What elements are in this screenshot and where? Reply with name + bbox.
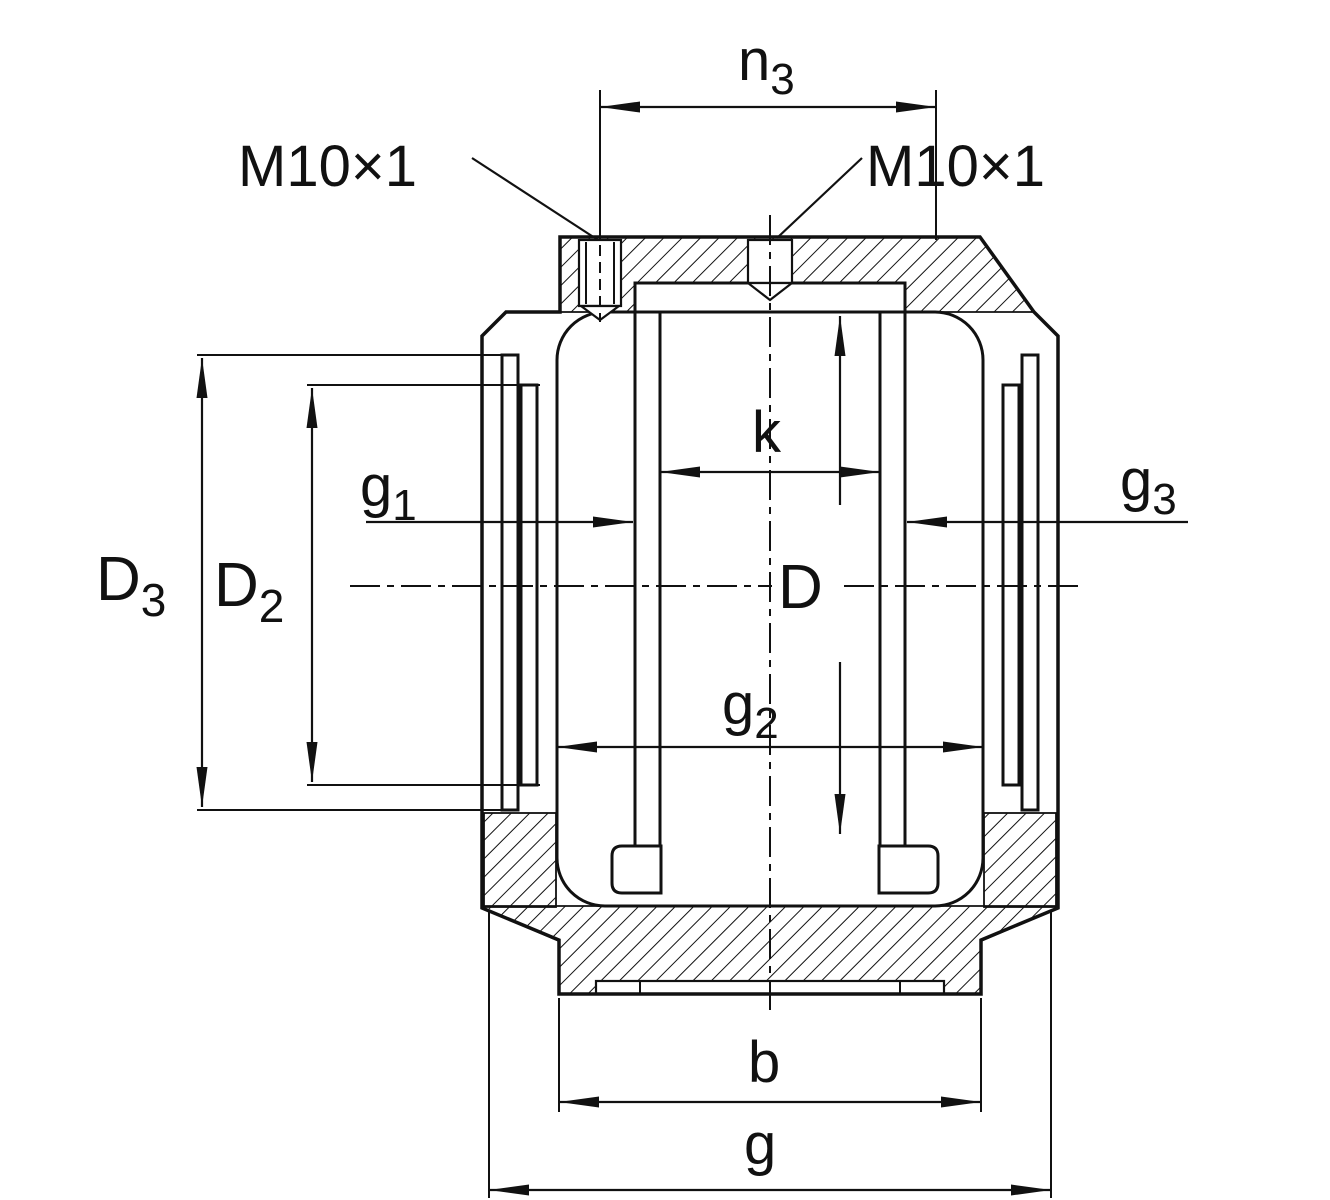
label-g3: g3 <box>1120 448 1177 524</box>
label-n3-main: n <box>738 28 770 93</box>
label-g-main: g <box>744 1112 776 1177</box>
label-d: D <box>778 553 823 622</box>
label-b-main: b <box>748 1030 780 1095</box>
m10-left-leader <box>471 157 599 241</box>
dimensions <box>196 90 1188 1198</box>
label-n3-sub: 3 <box>770 55 794 104</box>
label-n3: n3 <box>738 28 795 104</box>
dimension-labels: n3 M10×1 M10×1 k g1 g3 D3 D2 D g2 b g <box>96 28 1177 1177</box>
locknut-hook-right <box>877 844 940 895</box>
centerlines <box>350 215 1082 1010</box>
seal-left-outer <box>500 353 520 812</box>
label-g: g <box>744 1112 776 1177</box>
right-column-hatch <box>983 812 1057 908</box>
seal-right-outer <box>1020 353 1040 812</box>
label-g1: g1 <box>360 454 417 530</box>
label-g3-main: g <box>1120 448 1152 513</box>
label-m10-right: M10×1 <box>866 134 1045 199</box>
label-k-main: k <box>752 400 782 465</box>
label-g2-sub: 2 <box>754 699 778 748</box>
adapter-sleeve <box>610 312 940 895</box>
label-g1-sub: 1 <box>392 481 416 530</box>
label-m10-right-main: M10×1 <box>866 134 1045 199</box>
label-d3-main: D <box>96 545 141 614</box>
label-m10-left-main: M10×1 <box>238 134 417 199</box>
label-g3-sub: 3 <box>1152 475 1176 524</box>
label-d2-sub: 2 <box>259 580 285 632</box>
label-g2: g2 <box>722 672 779 748</box>
label-b: b <box>748 1030 780 1095</box>
label-d2: D2 <box>214 551 284 632</box>
label-d3: D3 <box>96 545 166 626</box>
label-d3-sub: 3 <box>141 574 167 626</box>
m10-right-leader <box>776 157 863 239</box>
label-k: k <box>752 400 782 465</box>
label-g1-main: g <box>360 454 392 519</box>
label-m10-left: M10×1 <box>238 134 417 199</box>
locknut-hook-left <box>610 844 663 895</box>
label-d-main: D <box>778 553 823 622</box>
label-d2-main: D <box>214 551 259 620</box>
label-g2-main: g <box>722 672 754 737</box>
left-column-hatch <box>483 812 557 908</box>
